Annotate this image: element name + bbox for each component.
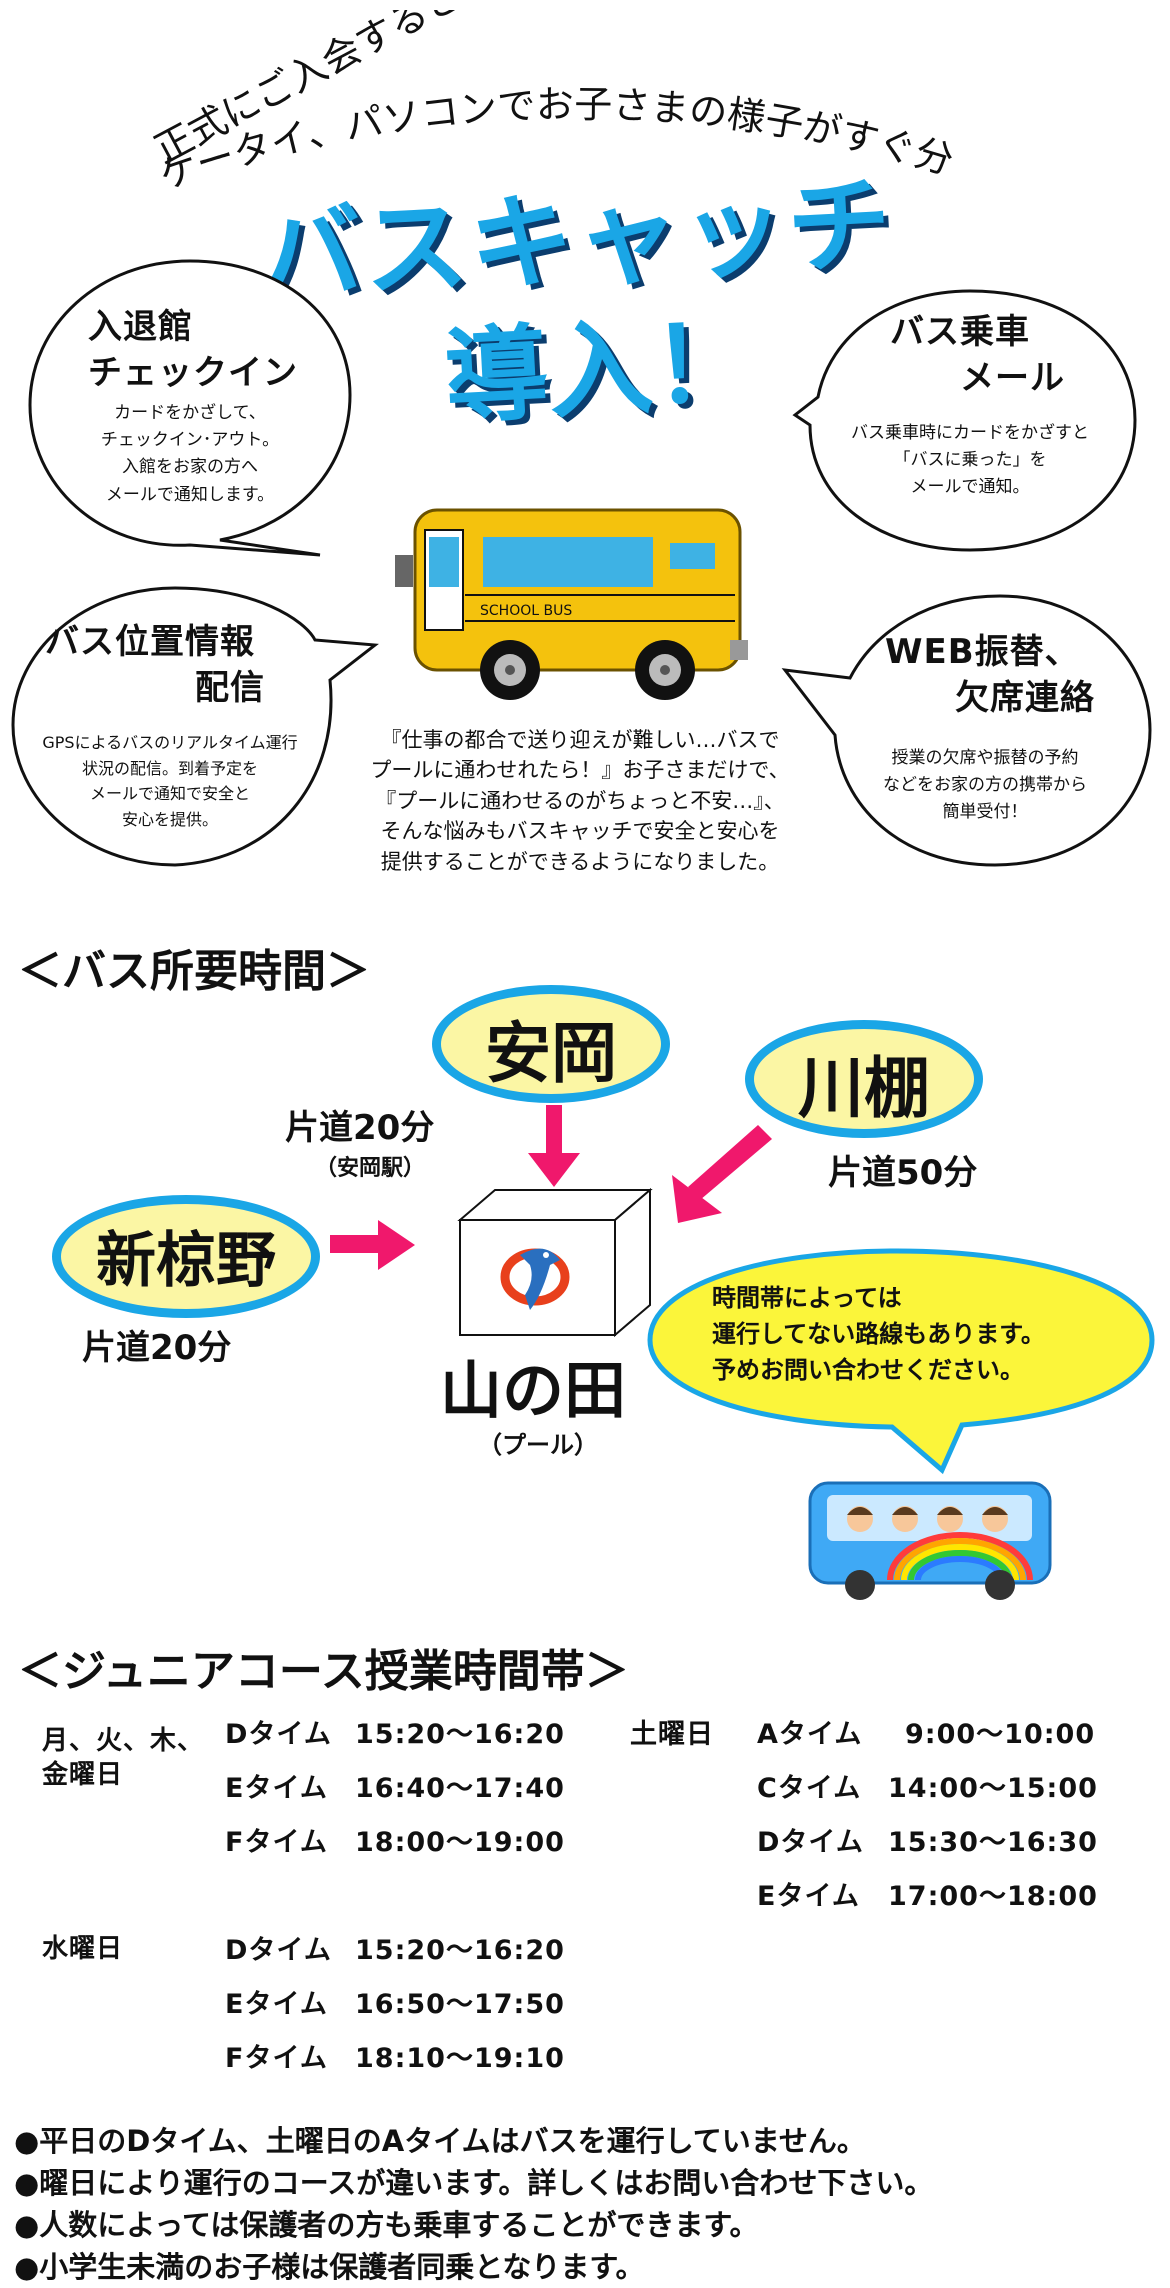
- weekday-slot-1: Eタイム: [225, 1773, 328, 1804]
- junior-heading: ＜ジュニアコース授業時間帯＞: [18, 1646, 629, 1697]
- bus-mail-bubble-shape: [792, 289, 1137, 552]
- note-4: ●小学生未満のお子様は保護者同乗となります。: [14, 2250, 645, 2284]
- weekday-slot-2: Fタイム: [225, 1827, 328, 1858]
- weekday-time-1: 16:40～17:40: [355, 1773, 565, 1804]
- saturday-time-3: 17:00～18:00: [888, 1881, 1098, 1912]
- weekday-time-0: 15:20～16:20: [355, 1719, 565, 1750]
- saturday-label: 土曜日: [630, 1719, 714, 1750]
- yasuoka-oval: 安岡: [432, 985, 670, 1103]
- wednesday-slot-0: Dタイム: [225, 1935, 332, 1966]
- gps-bubble-shape: [11, 586, 379, 867]
- yasuoka-note: （安岡駅）: [315, 1156, 426, 1181]
- center-description: 『仕事の都合で送り迎えが難しい…バスでプールに通わせれたら！』お子さまだけで、 …: [370, 728, 790, 874]
- bus-time-heading: ＜バス所要時間＞: [18, 946, 370, 997]
- weekday-time-2: 18:00～19:00: [355, 1827, 565, 1858]
- saturday-slot-1: Cタイム: [757, 1773, 862, 1804]
- header-arc-text: 正式にご入会すると: [147, 10, 469, 172]
- saturday-slot-3: Eタイム: [757, 1881, 860, 1912]
- pool-building-image: [457, 1187, 653, 1338]
- destination-name: 山の田: [440, 1354, 627, 1427]
- saturday-time-0: 9:00～10:00: [905, 1719, 1096, 1750]
- checkin-title: 入退館 チェックイン: [88, 307, 298, 393]
- wednesday-time-1: 16:50～17:50: [355, 1989, 565, 2020]
- shinmukuno-name: 新椋野: [96, 1226, 276, 1296]
- destination-note: （プール）: [478, 1431, 598, 1459]
- kawatana-time: 片道50分: [828, 1153, 978, 1193]
- wednesday-slot-1: Eタイム: [225, 1989, 328, 2020]
- wednesday-slot-2: Fタイム: [225, 2043, 328, 2074]
- note-3: ●人数によっては保護者の方も乗車することができます。: [14, 2208, 759, 2242]
- kids-bus-image: [808, 1481, 1052, 1600]
- weekday-slot-0: Dタイム: [225, 1719, 332, 1750]
- saturday-time-2: 15:30～16:30: [888, 1827, 1098, 1858]
- shinmukuno-oval: 新椋野: [52, 1195, 320, 1318]
- web-body: 授業の欠席や振替の予約などをお家の方の携帯から 簡単受付！: [883, 748, 1087, 823]
- checkin-body: カードをかざして、チェックイン･アウト。 入館をお家の方へメールで通知します。: [100, 403, 280, 505]
- route-notice-text: 時間帯によっては運行してない路線もあります。予めお問い合わせください。: [712, 1284, 1045, 1384]
- shinmukuno-time: 片道20分: [82, 1328, 232, 1368]
- school-bus-label: SCHOOL BUS: [480, 603, 572, 619]
- kawatana-name: 川棚: [798, 1050, 930, 1127]
- title-line-2: 導入！: [441, 300, 760, 440]
- saturday-time-1: 14:00～15:00: [888, 1773, 1098, 1804]
- weekday-label: 月、火、木、金曜日: [42, 1726, 205, 1790]
- bus-mail-title: バス乗車 メール: [890, 312, 1065, 398]
- wednesday-label: 水曜日: [42, 1934, 124, 1964]
- header-arc-text-2: ケータイ、パソコンでお子さまの様子がすぐ分かる！: [145, 70, 958, 198]
- note-2: ●曜日により運行のコースが違います。詳しくはお問い合わせ下さい。: [14, 2166, 934, 2200]
- yasuoka-name: 安岡: [485, 1015, 617, 1092]
- school-bus-image: SCHOOL BUS: [395, 508, 748, 700]
- web-title: WEB振替、 欠席連絡: [885, 632, 1095, 718]
- bus-mail-body: バス乗車時にカードをかざすと「バスに乗った」を メールで通知。: [851, 423, 1089, 498]
- kawatana-oval: 川棚: [745, 1020, 983, 1138]
- checkin-bubble-shape: [28, 259, 352, 557]
- web-bubble-shape: [781, 594, 1152, 867]
- route-notice-bubble-shape: [647, 1248, 1155, 1475]
- wednesday-time-2: 18:10～19:10: [355, 2043, 565, 2074]
- wednesday-time-0: 15:20～16:20: [355, 1935, 565, 1966]
- saturday-slot-0: Aタイム: [757, 1719, 863, 1750]
- saturday-slot-2: Dタイム: [757, 1827, 864, 1858]
- yasuoka-time: 片道20分: [285, 1108, 435, 1148]
- gps-title: バス位置情報 配信: [45, 622, 265, 708]
- route-arrows: [330, 1105, 772, 1270]
- note-1: ●平日のDタイム、土曜日のAタイムはバスを運行していません。: [14, 2124, 866, 2158]
- gps-body: GPSによるバスのリアルタイム運行状況の配信。到着予定を メールで通知で安全と安…: [42, 733, 298, 829]
